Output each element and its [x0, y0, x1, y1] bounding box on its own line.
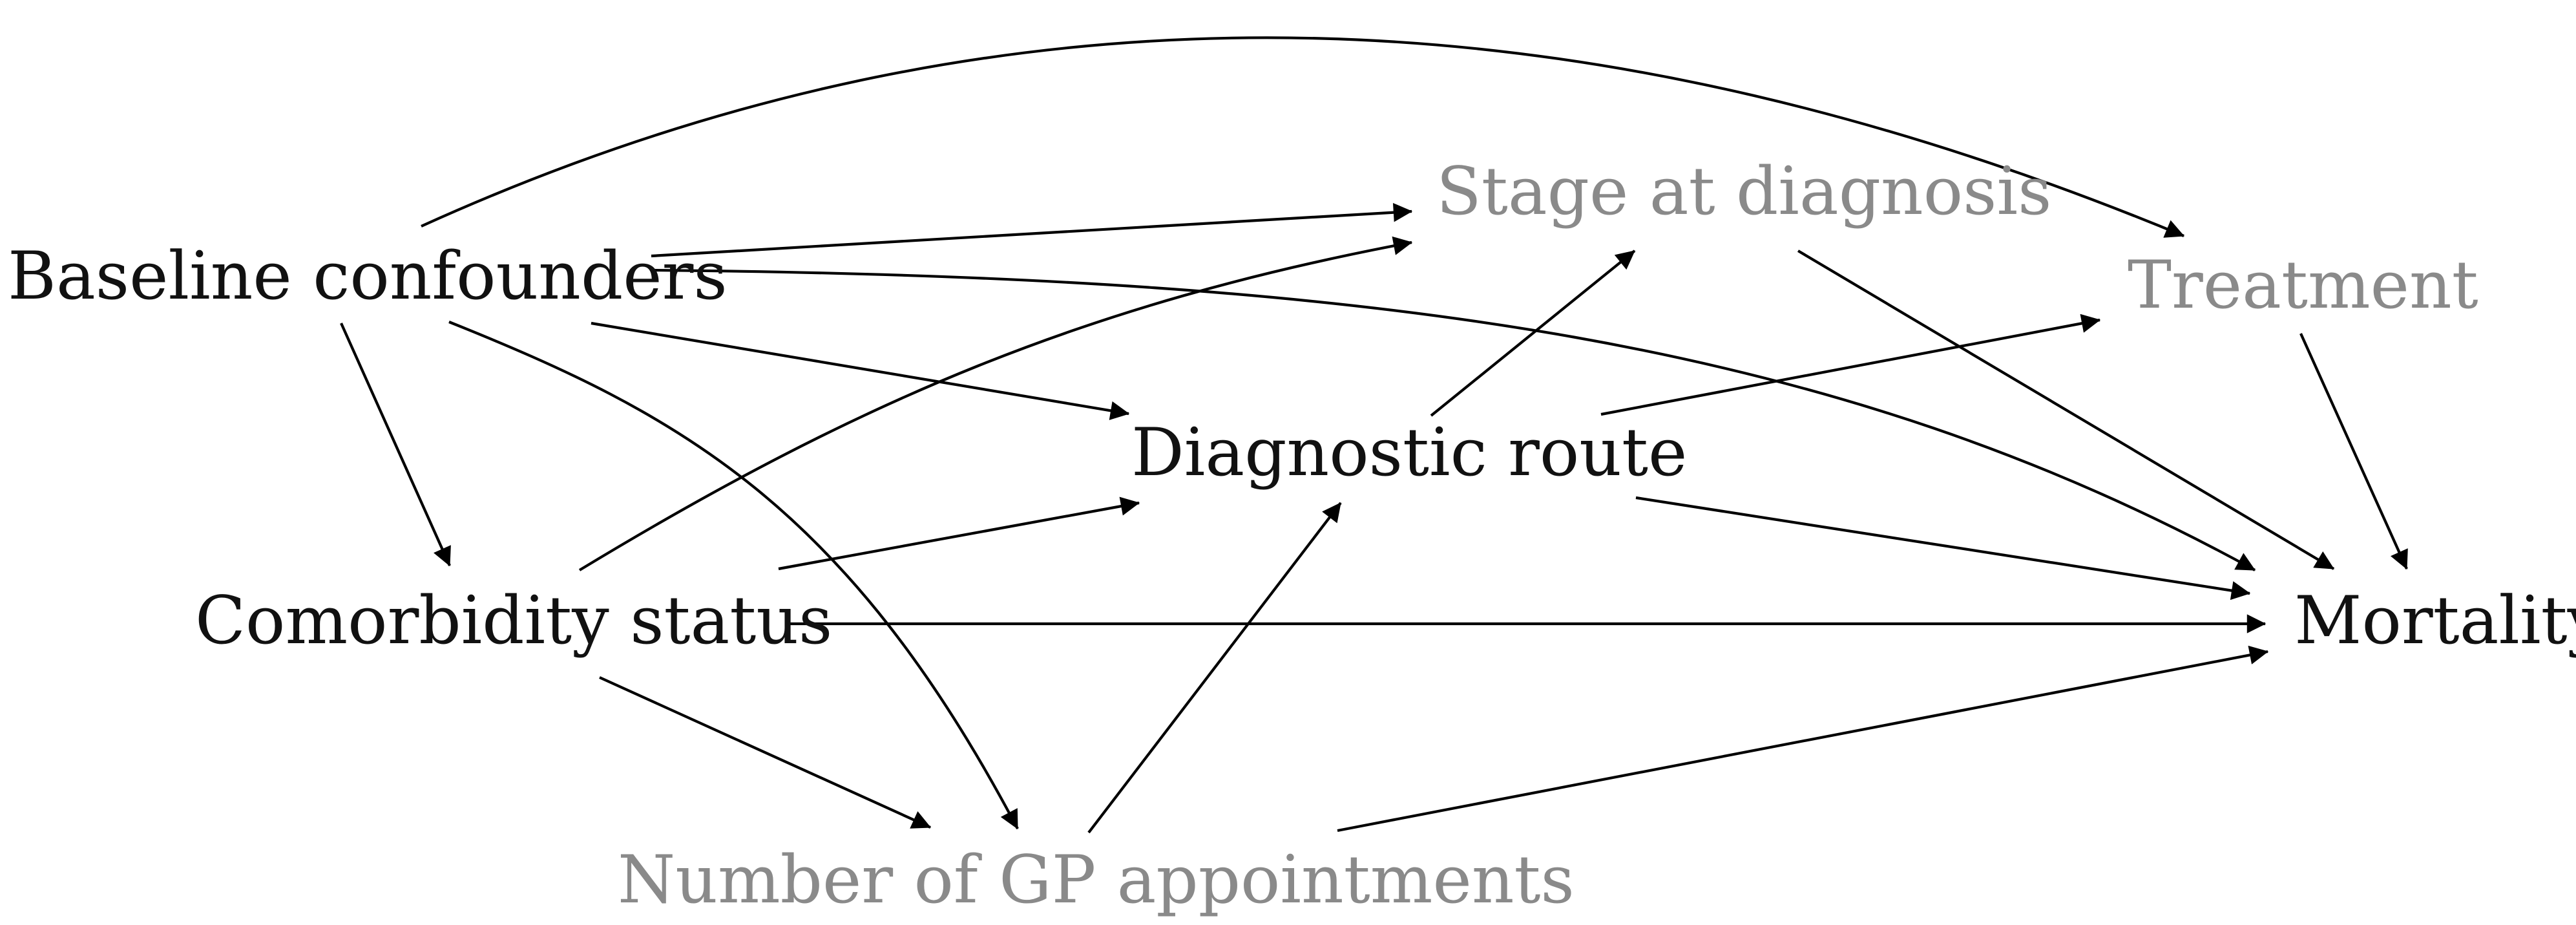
edge-comorbidity-to-gp	[599, 676, 932, 829]
edge-gp-to-route	[1087, 502, 1342, 834]
node-baseline-confounders: Baseline confounders	[8, 238, 728, 315]
edge-baseline-to-gp	[448, 321, 1019, 830]
node-mortality: Mortality	[2294, 582, 2576, 659]
node-treatment: Treatment	[2128, 247, 2478, 324]
edge-comorbidity-to-stage	[578, 236, 1413, 571]
edge-baseline-to-treatment	[421, 36, 2185, 238]
edge-baseline-to-stage	[651, 202, 1413, 258]
node-comorbidity-status: Comorbidity status	[195, 582, 832, 659]
node-number-of-gp-appointments: Number of GP appointments	[618, 842, 1575, 919]
nodes: Baseline confounders Stage at diagnosis …	[8, 153, 2576, 919]
edge-route-to-stage	[1430, 250, 1636, 417]
edges	[340, 36, 2408, 834]
edge-baseline-to-comorbidity	[340, 323, 451, 567]
edge-baseline-to-route	[591, 321, 1130, 420]
edge-route-to-mortality	[1635, 496, 2251, 601]
edge-stage-to-mortality	[1797, 250, 2335, 570]
node-stage-at-diagnosis: Stage at diagnosis	[1436, 153, 2051, 230]
edge-treatment-to-mortality	[2299, 333, 2408, 570]
edge-baseline-to-mortality	[651, 268, 2256, 571]
edge-gp-to-mortality	[1337, 645, 2269, 833]
node-diagnostic-route: Diagnostic route	[1131, 414, 1687, 491]
edge-route-to-treatment	[1600, 314, 2101, 416]
edge-comorbidity-to-route	[778, 496, 1140, 571]
